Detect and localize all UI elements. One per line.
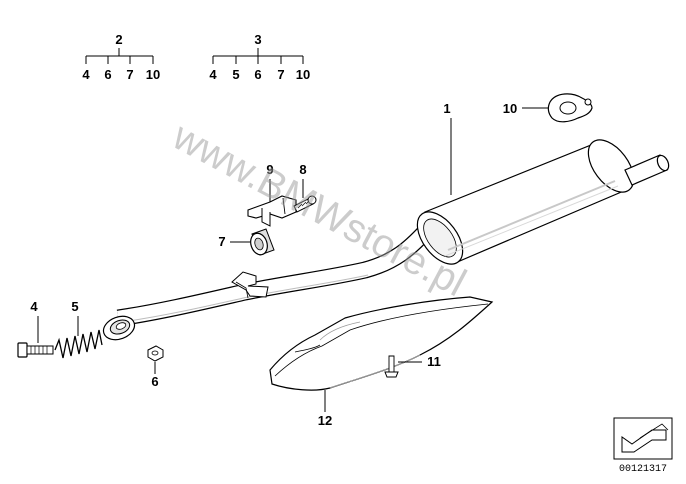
callout-number: 12 [318, 413, 332, 428]
group-3-item: 10 [296, 67, 310, 82]
diagram-reference: 00121317 [613, 417, 673, 475]
callout-4: 4 [30, 299, 39, 343]
callout-number: 6 [151, 374, 158, 389]
callout-number: 8 [299, 162, 306, 177]
group-3-label: 3 [254, 32, 261, 47]
callout-number: 4 [30, 299, 38, 314]
callout-5: 5 [71, 299, 79, 336]
group-2-item: 4 [82, 67, 90, 82]
callout-8: 8 [299, 162, 307, 198]
group-3-item: 6 [254, 67, 261, 82]
heat-shield [269, 296, 494, 391]
group-3-legend: 3 4 5 6 7 10 [209, 32, 310, 82]
clamp-bracket-part [247, 195, 297, 227]
callout-number: 5 [71, 299, 78, 314]
nut-part [147, 345, 164, 362]
callout-number: 1 [443, 101, 450, 116]
group-2-item: 6 [104, 67, 111, 82]
callout-number: 10 [503, 101, 517, 116]
callout-number: 11 [427, 354, 441, 369]
group-2-item: 10 [146, 67, 160, 82]
callout-12: 12 [318, 390, 332, 428]
diagram-number: 00121317 [619, 464, 667, 475]
bolt-part [17, 342, 54, 358]
group-3-item: 5 [232, 67, 239, 82]
directional-arrow-icon [621, 423, 669, 453]
rear-silencer [416, 139, 670, 265]
callout-6: 6 [151, 362, 159, 389]
group-2-item: 7 [126, 67, 133, 82]
group-2-label: 2 [115, 32, 122, 47]
rubber-mount-part [250, 228, 275, 256]
group-3-item: 7 [277, 67, 284, 82]
callout-number: 9 [266, 162, 273, 177]
callout-7: 7 [218, 234, 250, 249]
small-screw-part [384, 355, 399, 378]
callout-10: 10 [503, 101, 548, 116]
spring-part [54, 329, 103, 359]
callout-11: 11 [398, 354, 441, 369]
callout-number: 7 [218, 234, 225, 249]
hanger-ring-part [547, 93, 593, 123]
callout-9: 9 [266, 162, 274, 202]
screw-part [293, 195, 317, 213]
callout-1: 1 [443, 101, 452, 195]
group-2-legend: 2 4 6 7 10 [82, 32, 160, 82]
exhaust-pipe [102, 226, 432, 341]
group-3-item: 4 [209, 67, 217, 82]
